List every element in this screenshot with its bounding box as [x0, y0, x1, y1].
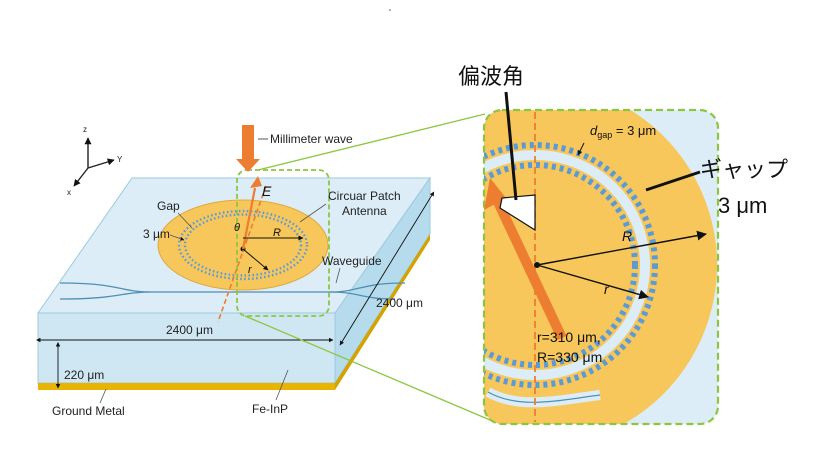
- R-value-label: R=330 μm: [537, 349, 602, 365]
- theta-label: θ: [234, 222, 240, 234]
- r-value-label: r=310 μm,: [537, 329, 601, 345]
- depth-dimension: [339, 191, 435, 346]
- r-arrow-left: [242, 248, 269, 271]
- gap-size-label: 3 μm: [143, 227, 170, 241]
- zoom-panel-border: [482, 108, 720, 426]
- substrate-label: Fe-InP: [252, 402, 288, 416]
- gap-jp-value: 3 μm: [718, 193, 767, 218]
- millimeter-wave-label: Millimeter wave: [270, 132, 353, 146]
- ground-metal-layer: [38, 383, 335, 390]
- r-label-left: r: [248, 264, 253, 276]
- zoom-r-label: r: [604, 281, 610, 297]
- incidence-dashed-line: [217, 185, 267, 323]
- zoom-connector-top: [257, 113, 486, 171]
- ground-metal-label: Ground Metal: [52, 404, 125, 418]
- axis-z-label: z: [83, 125, 87, 134]
- e-field-label: E: [262, 183, 272, 199]
- gap-jp-label: ギャップ: [700, 157, 788, 182]
- zoom-r-arrow: [536, 264, 649, 300]
- zoom-e-field-arrow: [484, 178, 567, 341]
- R-label-left: R: [273, 227, 281, 239]
- millimeter-wave-arrow: [236, 125, 260, 172]
- polarization-angle-wedge: [499, 194, 536, 232]
- zoom-gap-outer: [484, 142, 658, 388]
- zoom-region-marker: [236, 169, 330, 317]
- depth-2400-label: 2400 μm: [376, 296, 423, 310]
- zoom-connector-bottom: [244, 315, 491, 421]
- zoom-R-label: R: [622, 228, 632, 244]
- stray-dot: [389, 9, 391, 11]
- patch-antenna-label-line2: Antenna: [342, 204, 387, 218]
- waveguide-label: Waveguide: [322, 254, 382, 268]
- d-gap-symbol: d: [590, 123, 598, 138]
- axes-triad: z Y x: [67, 125, 123, 197]
- polarization-angle-label: 偏波角: [458, 64, 524, 89]
- zoom-gap-band: [484, 150, 650, 380]
- zoom-R-arrow: [536, 230, 707, 266]
- zoom-gap-inner: [484, 162, 638, 368]
- width-2400-label: 2400 μm: [166, 323, 213, 337]
- d-gap-value: = 3 μm: [612, 123, 656, 138]
- axis-x-label: x: [67, 188, 71, 197]
- e-field-arrow: [241, 187, 257, 250]
- axis-y-label: Y: [117, 155, 123, 164]
- d-gap-label: dgap = 3 μm: [590, 123, 656, 140]
- gap-label: Gap: [157, 199, 180, 213]
- thickness-220-label: 220 μm: [64, 368, 104, 382]
- patch-antenna-label-line1: Circuar Patch: [328, 189, 401, 203]
- d-gap-subscript: gap: [597, 130, 612, 140]
